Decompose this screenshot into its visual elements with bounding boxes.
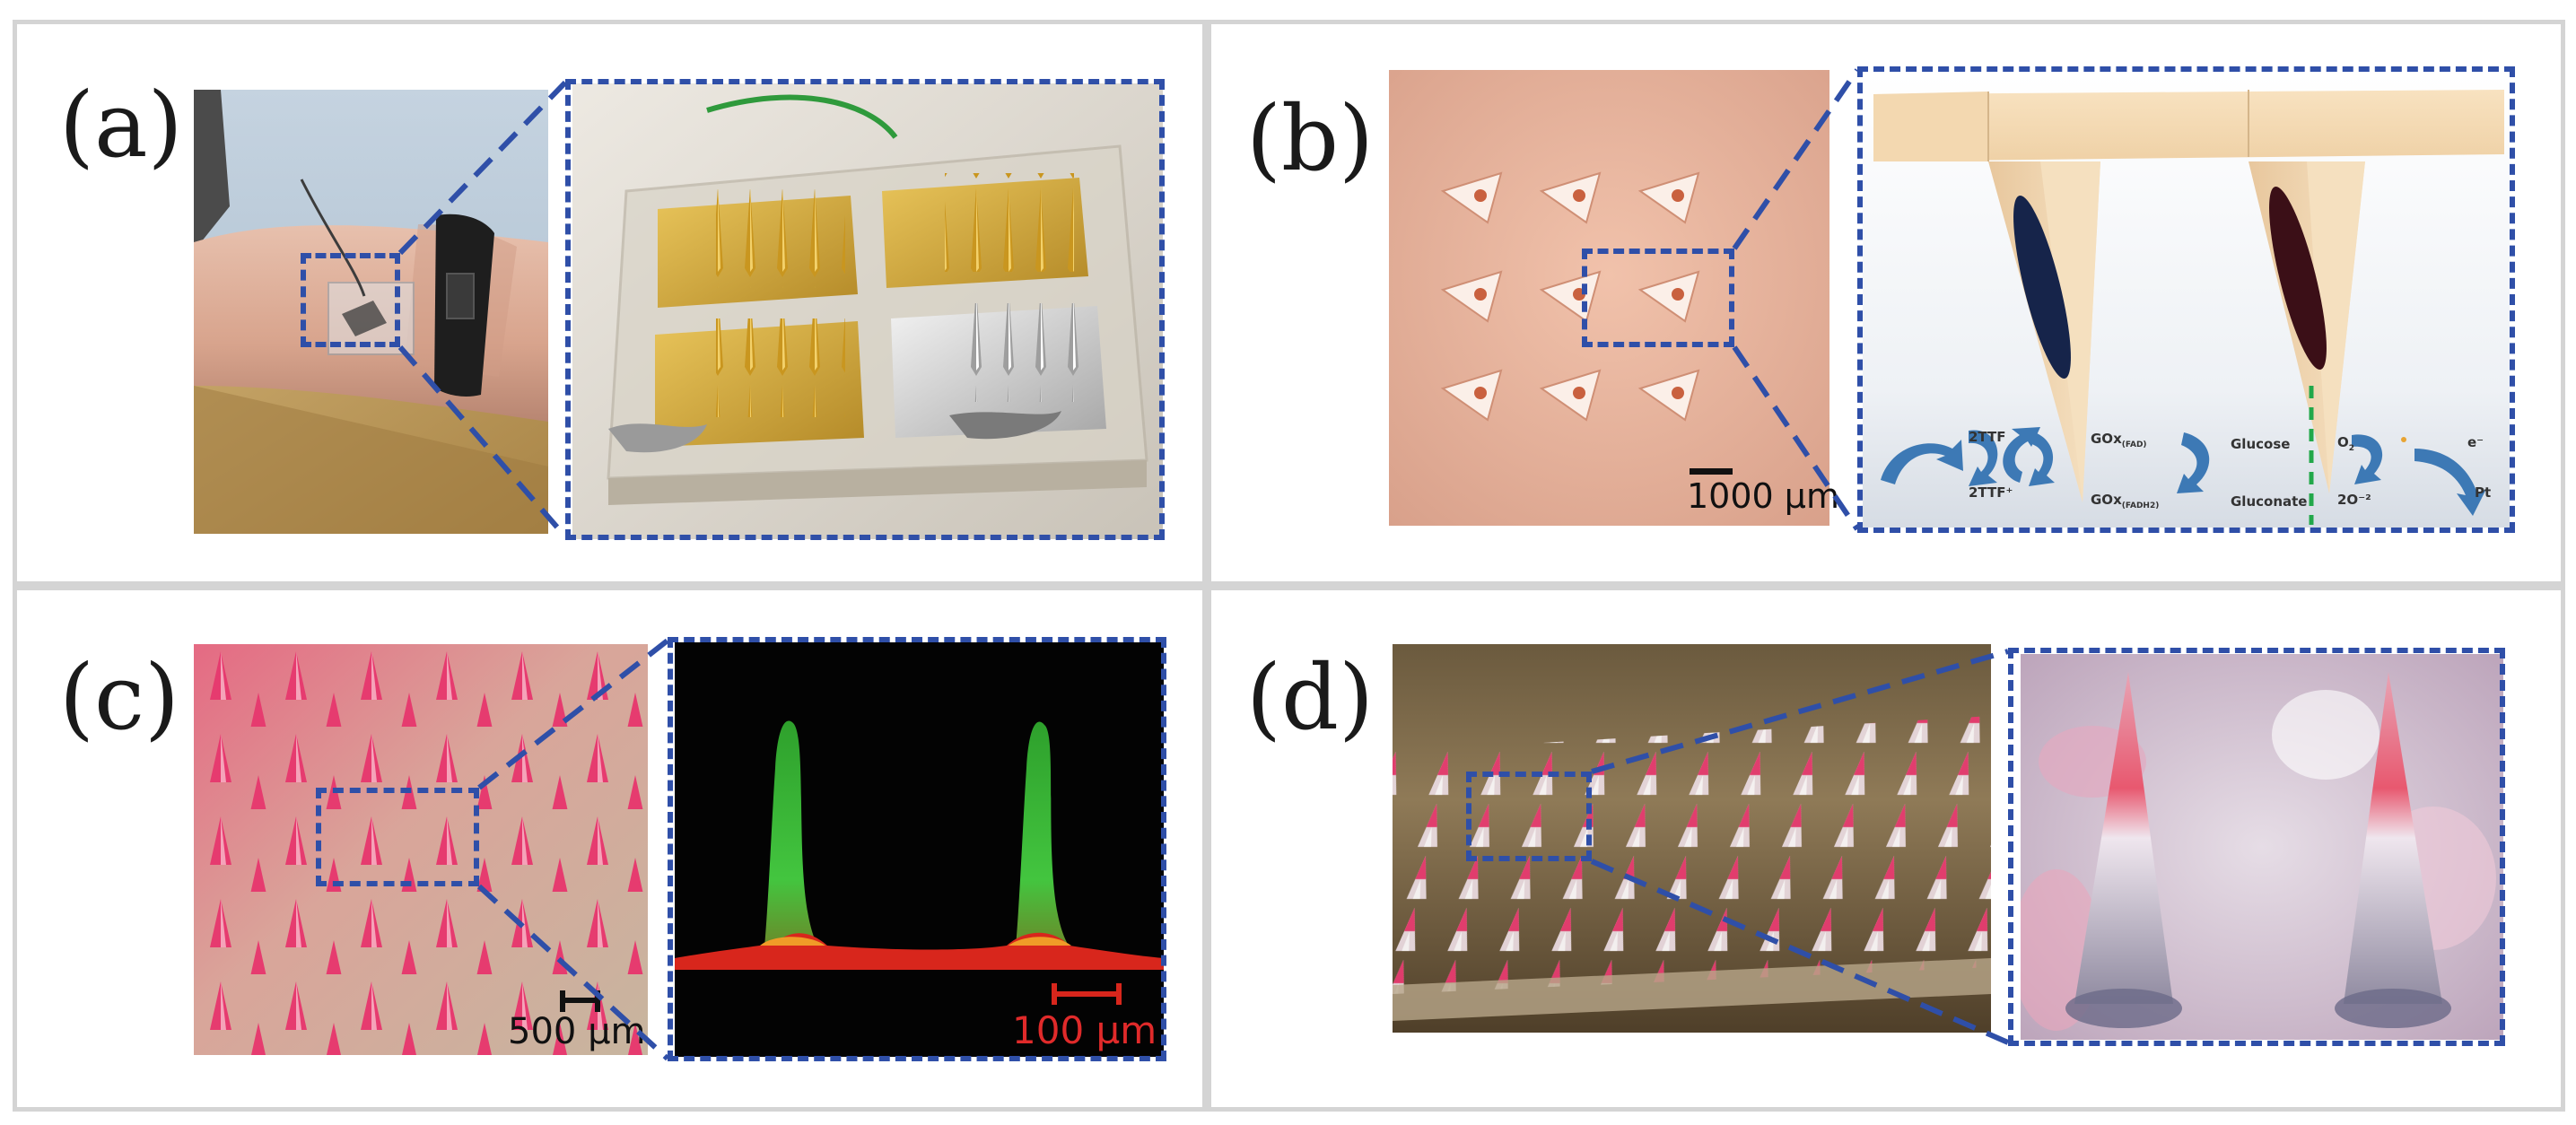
panel-c-border: [13, 586, 1207, 1112]
needle-schematic: [1863, 72, 2510, 528]
scale-bar-label-c-right: 100 µm: [1012, 1008, 1157, 1052]
zoom-box-small: [301, 253, 400, 347]
zoom-box-large: [668, 637, 1166, 1061]
zoom-box-large: [565, 79, 1165, 540]
chem-gox-fad: GOx(FAD): [2091, 431, 2147, 449]
chem-2ttf-plus: 2TTF⁺: [1969, 484, 2013, 501]
fluorescence-microneedle-image: [675, 642, 1164, 1057]
zoom-box-large: [1857, 66, 2515, 533]
chem-gluconate: Gluconate: [2231, 493, 2308, 510]
panel-d-border: [1207, 586, 2565, 1112]
skin-patch-photo: [1389, 70, 1829, 526]
panel-b-label: (b): [1246, 86, 1375, 191]
chem-glucose: Glucose: [2231, 436, 2291, 452]
zoom-box-small: [316, 788, 479, 886]
scale-bar-label-b: 1000 µm: [1687, 476, 1839, 516]
arm-photo: [194, 90, 548, 534]
panel-b-border: [1207, 20, 2565, 586]
zoom-box-large: [2008, 648, 2505, 1046]
chem-o2: O2: [2337, 434, 2355, 453]
panel-a-label: (a): [59, 73, 183, 178]
zoom-box-small: [1466, 772, 1592, 861]
needle-array-side-photo: [1393, 644, 1991, 1033]
sensor-closeup-photo: [572, 83, 1163, 539]
chem-gox-fadh2: GOx(FADH2): [2091, 492, 2160, 510]
chem-pt: Pt: [2475, 484, 2492, 501]
panel-d-label: (d): [1246, 645, 1375, 750]
needle-closeup-photo: [2021, 654, 2503, 1040]
panel-c-label: (c): [59, 645, 180, 750]
chem-2ttf: 2TTF: [1969, 429, 2006, 445]
chem-electron: e⁻: [2467, 434, 2484, 450]
chem-o2-minus: 2O⁻²: [2337, 492, 2371, 508]
zoom-box-small: [1582, 249, 1734, 347]
panel-a-border: [13, 20, 1207, 586]
